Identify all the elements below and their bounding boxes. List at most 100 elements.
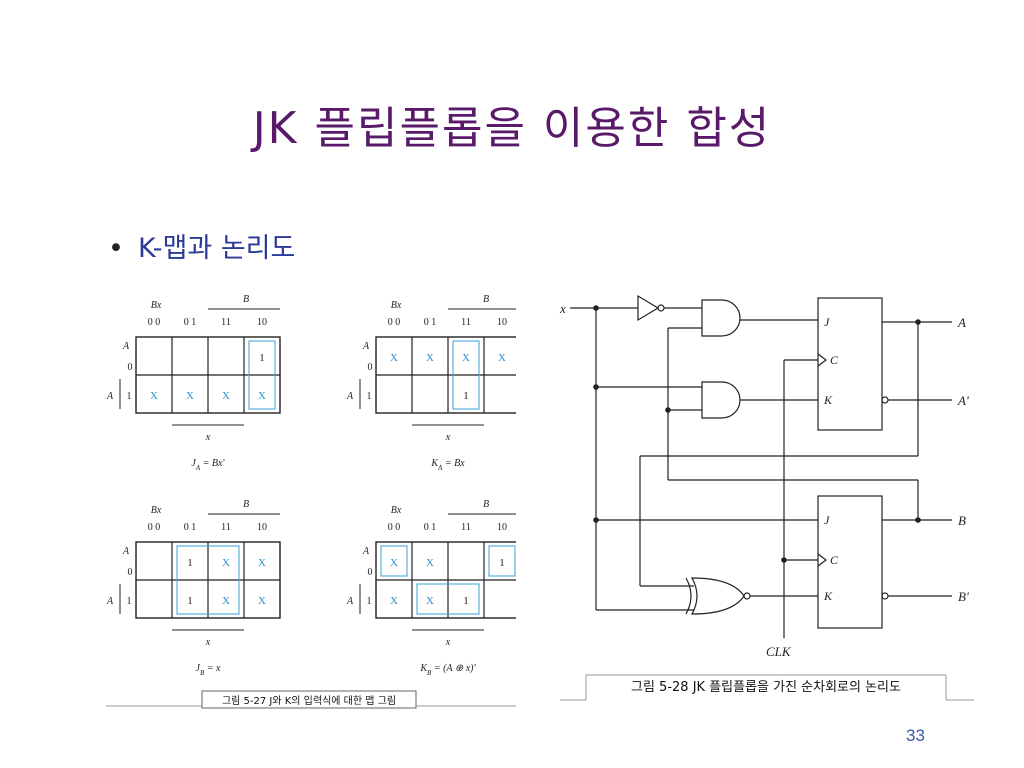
flipflop-b (817, 495, 883, 629)
inverter-gate (637, 294, 660, 322)
ffb-not-bubble (881, 592, 889, 600)
kmap-1-b-label: B (243, 294, 249, 305)
bullet-dot: • (108, 233, 124, 264)
junction-b (915, 517, 921, 523)
xnor-gate (690, 577, 745, 615)
kmap-4-equation: KB = (A ⊕ x)' (419, 663, 476, 677)
ffb-c-label: C (830, 553, 839, 567)
kmap-1-cell: X (258, 390, 266, 402)
kmap-2-col-header: 0 1 (424, 317, 437, 328)
kmap-1-col-header: 0 0 (148, 317, 161, 328)
kmap-3-group-loop (176, 545, 240, 615)
circuit-caption: 그림 5-28 JK 플립플롭을 가진 순차회로의 논리도 (631, 680, 901, 695)
kmap-1-col-vars: Bx (151, 300, 162, 311)
kmap-4-col-header: 0 0 (388, 522, 401, 533)
kmap-3-cell: X (258, 557, 266, 569)
junction-x-jb (593, 517, 599, 523)
bullet-item: • K-맵과 논리도 (108, 226, 295, 265)
kmap-4-row-header: 1 (367, 596, 372, 607)
kmap-3-row-header: 0 (128, 567, 133, 578)
kmap-3-equation: JB = x (196, 663, 221, 677)
kmap-1-group-loop (248, 340, 276, 410)
kmap-2-row-header: 1 (367, 391, 372, 402)
kmap-1-cell: X (186, 390, 194, 402)
input-x-label: x (559, 301, 566, 316)
xnor-extra-arc (685, 577, 692, 615)
kmap-1-row-header: 0 (128, 362, 133, 373)
kmap-1-col-header: 10 (257, 317, 267, 328)
flipflop-a (817, 297, 883, 431)
ffb-clock-arrow (817, 553, 827, 567)
kmap-3-row-header: 1 (127, 596, 132, 607)
kmap-3-col-header: 10 (257, 522, 267, 533)
kmap-4-cell: 1 (463, 595, 469, 607)
kmap-2-equation: KA = Bx (430, 458, 465, 472)
output-b-not-label: B' (958, 589, 969, 604)
kmap-4-group-loop (380, 545, 408, 577)
kmap-4-cell: 1 (499, 557, 505, 569)
kmap-3-cell: X (222, 557, 230, 569)
kmap-1-row-header: 1 (127, 391, 132, 402)
kmap-4-row-var-top: A (362, 546, 370, 557)
kmap-1-col-header: 11 (221, 317, 231, 328)
kmap-2-col-vars: Bx (391, 300, 402, 311)
kmap-2-row-header: 0 (368, 362, 373, 373)
kmap-4-group-loop (416, 583, 480, 615)
kmap-1-cell: X (222, 390, 230, 402)
kmap-2-col-header: 11 (461, 317, 471, 328)
kmap-4-col-vars: Bx (391, 505, 402, 516)
page-number: 33 (906, 726, 925, 745)
slide-title: JK 플립플롭을 이용한 합성 (252, 103, 772, 154)
kmap-4-col-header: 11 (461, 522, 471, 533)
kmap-1-col-header: 0 1 (184, 317, 197, 328)
kmap-2-x-label: x (445, 432, 451, 443)
kmap-4-group-loop (488, 545, 516, 577)
kmap-caption: 그림 5-27 J와 K의 입력식에 대한 맵 그림 (222, 694, 396, 707)
circuit-svg: x J C K A A' CLK J C K B B (559, 294, 974, 701)
kmap-4-row-header: 0 (368, 567, 373, 578)
kmap-2-cell: X (426, 352, 434, 364)
kmap-3-cell: 1 (187, 557, 193, 569)
kmap-4-cell: X (426, 595, 434, 607)
output-a-label: A (957, 315, 966, 330)
kmap-2-cell: X (462, 352, 470, 364)
kmap-2-cell: 1 (463, 390, 469, 402)
junction-x-and2 (593, 384, 599, 390)
kmap-3-cell: 1 (187, 595, 193, 607)
kmap-2-b-label: B (483, 294, 489, 305)
kmap-2-row-var-top: A (362, 341, 370, 352)
output-a-not-label: A' (957, 393, 969, 408)
kmap-2-cell: X (498, 352, 506, 364)
kmap-3-col-header: 0 1 (184, 522, 197, 533)
kmap-4-cell: X (390, 557, 398, 569)
ffa-not-bubble (881, 396, 889, 404)
clk-label: CLK (766, 644, 792, 659)
kmap-3-cell: X (222, 595, 230, 607)
kmap-4-x-label: x (445, 637, 451, 648)
kmap-1-x-label: x (205, 432, 211, 443)
ffb-k-label: K (823, 589, 833, 603)
kmap-3-col-vars: Bx (151, 505, 162, 516)
ffa-j-label: J (824, 315, 830, 329)
ffb-j-label: J (824, 513, 830, 527)
circuit-figure: x J C K A A' CLK J C K B B (556, 290, 976, 706)
kmap-1-cell: X (150, 390, 158, 402)
junction-b-and2 (665, 407, 671, 413)
and-gate-1 (701, 299, 741, 337)
kmap-3-col-header: 0 0 (148, 522, 161, 533)
bullet-text: K-맵과 논리도 (137, 233, 296, 264)
kmap-4-col-header: 10 (497, 522, 507, 533)
caption-box (201, 690, 417, 709)
kmap-2-group-loop (452, 340, 480, 410)
kmap-2-cell: X (390, 352, 398, 364)
kmap-1-cell: 1 (259, 352, 265, 364)
kmap-1-equation: JA = Bx' (191, 458, 225, 472)
kmap-4-b-label: B (483, 499, 489, 510)
kmap-3-col-header: 11 (221, 522, 231, 533)
kmap-2-row-var-side: A (346, 391, 354, 402)
kmap-3-cell: X (258, 595, 266, 607)
kmap-3-row-var-side: A (106, 596, 114, 607)
